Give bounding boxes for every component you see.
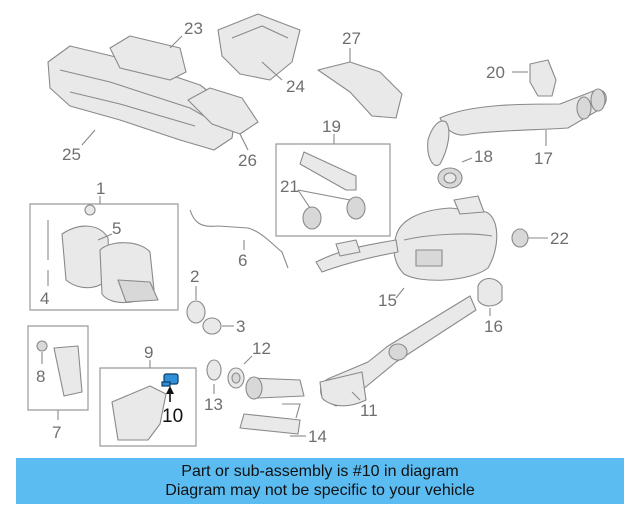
callout-25: 25 (62, 145, 81, 164)
part-1-turbo-assembly (29, 196, 179, 311)
banner-line-disclaimer: Diagram may not be specific to your vehi… (165, 482, 475, 499)
part-9-bracket-assembly (99, 360, 197, 447)
part-2-gasket (186, 286, 206, 324)
callout-labels: 1 2 3 4 5 6 7 8 9 10 11 12 13 14 15 16 1… (36, 19, 569, 446)
part-25-heat-shield (47, 45, 237, 151)
callout-23: 23 (184, 19, 203, 38)
callout-17: 17 (534, 149, 553, 168)
part-13-gasket (206, 359, 222, 394)
part-27-heat-shield (317, 48, 403, 119)
callout-22: 22 (550, 229, 569, 248)
callout-10: 10 (162, 406, 183, 427)
part-12-gasket (227, 355, 253, 389)
callout-14: 14 (308, 427, 327, 446)
callout-13: 13 (204, 395, 223, 414)
part-15-muffler (315, 195, 498, 299)
callout-19: 19 (322, 117, 341, 136)
part-3-gasket (202, 317, 234, 335)
part-22-hanger (511, 228, 548, 248)
part-24-heat-shield (217, 13, 301, 81)
callout-24: 24 (286, 77, 305, 96)
part-18-clamp (437, 157, 473, 189)
callout-26: 26 (238, 151, 257, 170)
callout-12: 12 (252, 339, 271, 358)
callout-7: 7 (52, 423, 61, 442)
callout-11: 11 (360, 401, 378, 420)
exhaust-system-diagram: 1 2 3 4 5 6 7 8 9 10 11 12 13 14 15 16 1… (27, 13, 607, 447)
part-7-bracket-assembly (27, 325, 89, 420)
callout-15: 15 (378, 291, 397, 310)
callout-8: 8 (36, 367, 45, 386)
callout-5: 5 (112, 219, 121, 238)
callout-6: 6 (238, 251, 247, 270)
part-16-clamp (477, 277, 503, 316)
callout-27: 27 (342, 29, 361, 48)
part-11-front-pipe (245, 295, 477, 407)
part-10-bolt-highlighted (161, 373, 179, 402)
part-17-tail-pipe (427, 88, 607, 166)
callout-21: 21 (280, 177, 299, 196)
callout-18: 18 (474, 147, 493, 166)
part-23-heat-shield (109, 35, 187, 81)
callout-16: 16 (484, 317, 503, 336)
part-26-heat-shield (187, 87, 259, 151)
callout-3: 3 (236, 317, 245, 336)
part-14-bracket (239, 403, 306, 437)
callout-2: 2 (190, 267, 199, 286)
callout-4: 4 (40, 289, 49, 308)
callout-1: 1 (96, 179, 105, 198)
banner-line-part-number: Part or sub-assembly is #10 in diagram (181, 463, 459, 480)
info-banner: Part or sub-assembly is #10 in diagram D… (16, 458, 624, 504)
part-6-pipe (189, 209, 289, 269)
part-20-bracket (512, 59, 557, 97)
callout-20: 20 (486, 63, 505, 82)
part-19-hanger-assembly (275, 134, 391, 237)
callout-9: 9 (144, 343, 153, 362)
